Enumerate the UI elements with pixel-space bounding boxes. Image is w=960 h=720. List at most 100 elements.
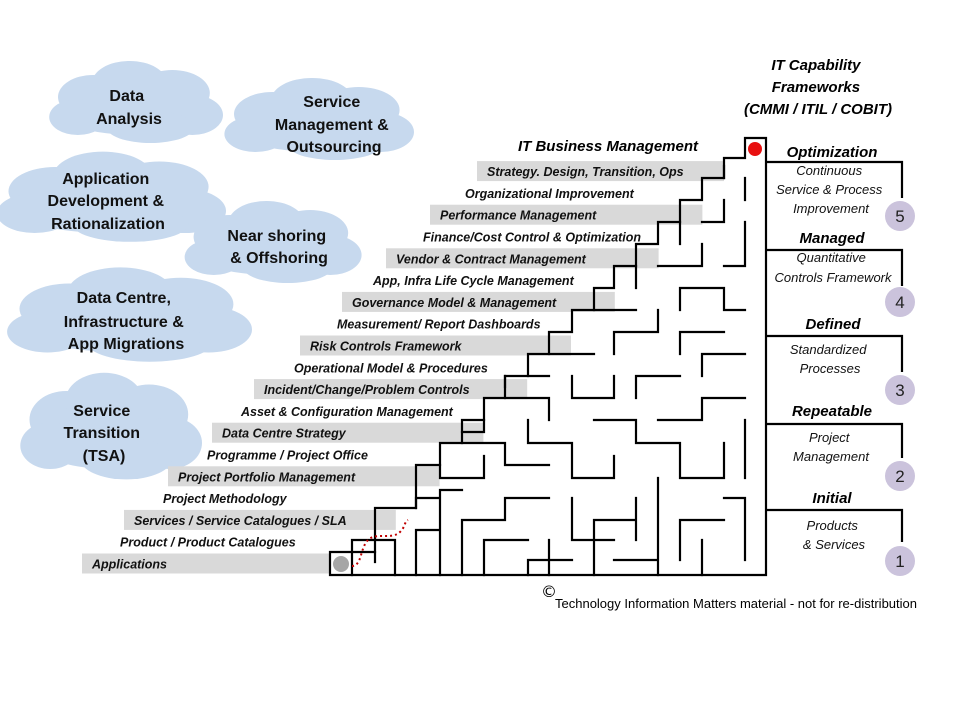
level-number-badge <box>885 201 915 231</box>
staircase-steps: Applications Product / Product Catalogues… <box>82 161 724 574</box>
step-label: Vendor & Contract Management <box>396 252 587 266</box>
level-desc-line: Controls Framework <box>774 270 893 285</box>
cloud-text: Application Development & Rationalizatio… <box>48 171 169 233</box>
framework-title-line: (CMMI / ITIL / COBIT) <box>744 101 892 118</box>
level-desc-line: Service & Process <box>776 182 883 197</box>
step-label: Risk Controls Framework <box>310 340 462 354</box>
step-label: App, Infra Life Cycle Management <box>372 274 575 288</box>
level-number: 3 <box>895 381 904 400</box>
end-dot <box>748 142 762 156</box>
level-bracket <box>766 422 904 458</box>
level-desc-line: Management <box>793 449 870 464</box>
step-label: Performance Management <box>440 209 597 223</box>
maze-walls <box>350 164 747 577</box>
step-label: Project Portfolio Management <box>178 470 356 484</box>
level-name: Repeatable <box>792 403 872 420</box>
cloud-group: Data Analysis Service Management & Outso… <box>0 61 414 480</box>
step-label: Asset & Configuration Management <box>240 405 454 419</box>
level-number-badge <box>885 375 915 405</box>
cloud-line: & Offshoring <box>230 250 328 267</box>
level-name: Managed <box>799 230 865 247</box>
cloud-line: Application <box>62 171 149 188</box>
step-label: Project Methodology <box>163 492 288 506</box>
level-number: 5 <box>895 207 904 226</box>
level-bracket <box>766 508 904 542</box>
step-label: Product / Product Catalogues <box>120 536 296 550</box>
level-desc-line: Products <box>807 518 859 533</box>
cloud-text: Service Management & Outsourcing <box>275 94 393 156</box>
cloud-line: Transition <box>64 425 140 442</box>
level-description: Products & Services <box>803 518 866 552</box>
level-desc-line: & Services <box>803 537 866 552</box>
step-label: Applications <box>91 558 167 572</box>
level-4: Managed Quantitative Controls Framework … <box>774 230 915 317</box>
cloud-line: Management & <box>275 117 389 134</box>
step-label: Services / Service Catalogues / SLA <box>134 514 347 528</box>
framework-title-line: Frameworks <box>772 79 860 96</box>
step-bar <box>430 204 703 225</box>
cloud-text: Near shoring & Offshoring <box>227 228 330 267</box>
level-3: Defined Standardized Processes 3 <box>790 316 915 405</box>
step-label: Measurement/ Report Dashboards <box>337 318 541 332</box>
cloud-line: Outsourcing <box>286 139 381 156</box>
step-bar <box>342 291 615 312</box>
cloud-line: Infrastructure & <box>64 314 184 331</box>
cloud-line: Analysis <box>96 111 162 128</box>
maturity-levels <box>766 160 904 542</box>
maze-outline <box>328 136 768 577</box>
copyright-notice: Technology Information Matters material … <box>555 596 917 611</box>
level-desc-line: Continuous <box>796 163 862 178</box>
level-desc-line: Standardized <box>790 342 867 357</box>
maze <box>328 136 768 577</box>
level-name: Initial <box>812 490 852 507</box>
step-label: Finance/Cost Control & Optimization <box>423 231 641 245</box>
level-bracket <box>766 248 904 286</box>
cloud-line: Data Centre, <box>77 290 171 307</box>
level-bracket <box>766 160 904 198</box>
step-bar <box>168 466 440 487</box>
level-name: Defined <box>805 316 861 333</box>
level-name: Optimization <box>787 144 878 161</box>
level-desc-line: Quantitative <box>797 250 866 265</box>
step-bar <box>254 379 528 400</box>
cloud-line: Development & <box>48 193 165 210</box>
cloud-line: Rationalization <box>51 216 165 233</box>
step-label: Programme / Project Office <box>207 449 368 463</box>
level-description: Project Management <box>793 430 870 464</box>
step-label: Data Centre Strategy <box>222 427 347 441</box>
step-bar <box>386 248 659 269</box>
step-label: Strategy. Design, Transition, Ops <box>487 165 684 179</box>
cloud-text: Data Analysis <box>96 88 162 128</box>
level-number-badge <box>885 546 915 576</box>
level-2: Repeatable Project Management 2 <box>792 403 915 491</box>
cloud-line: Service <box>303 94 360 111</box>
level-description: Standardized Processes <box>790 342 870 376</box>
step-label: Incident/Change/Problem Controls <box>264 383 470 397</box>
step-bar <box>124 509 396 530</box>
level-number: 1 <box>895 552 904 571</box>
step-label: Governance Model & Management <box>352 296 557 310</box>
level-5: Optimization Continuous Service & Proces… <box>776 144 915 231</box>
cloud-line: Service <box>73 403 130 420</box>
step-label: Organizational Improvement <box>465 187 635 201</box>
level-desc-line: Project <box>809 430 851 445</box>
level-desc-line: Improvement <box>793 201 870 216</box>
step-bar <box>82 553 330 574</box>
level-number-badge <box>885 287 915 317</box>
step-bar <box>477 161 724 182</box>
level-number: 2 <box>895 467 904 486</box>
start-dot <box>333 556 349 572</box>
framework-title-line: IT Capability <box>771 57 861 74</box>
cloud-line: Near shoring <box>227 228 326 245</box>
cloud-text: Service Transition (TSA) <box>64 403 145 465</box>
step-label: Operational Model & Procedures <box>294 361 488 375</box>
step-bar <box>212 422 484 443</box>
level-bracket <box>766 334 904 372</box>
step-bar <box>300 335 571 356</box>
framework-title: IT Capability Frameworks (CMMI / ITIL / … <box>744 57 892 118</box>
copyright-symbol: © <box>541 582 557 601</box>
cloud-text: Data Centre, Infrastructure & App Migrat… <box>64 290 188 353</box>
level-number-badge <box>885 461 915 491</box>
cloud-line: App Migrations <box>68 336 185 353</box>
